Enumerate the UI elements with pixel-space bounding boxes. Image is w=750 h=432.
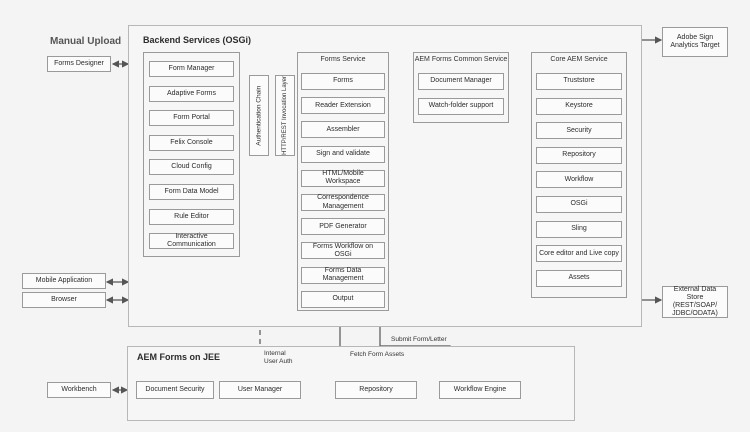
left-services-group — [143, 52, 240, 257]
service-adaptive-forms[interactable]: Adaptive Forms — [149, 85, 234, 102]
core-service-repository[interactable]: Repository — [536, 146, 622, 164]
repository-jee-box[interactable]: Repository — [335, 381, 417, 399]
workbench-box[interactable]: Workbench — [47, 382, 111, 398]
forms-service-title: Forms Service — [320, 56, 366, 63]
core-service-osgi[interactable]: OSGi — [536, 196, 622, 213]
authentication-chain-label: Authentication Chain — [255, 85, 263, 146]
forms-service-reader-extension[interactable]: Reader Extension — [301, 97, 385, 115]
service-form-data-model[interactable]: Form Data Model — [149, 184, 234, 200]
fetch-form-assets-label: Fetch Form Assets — [350, 351, 405, 358]
document-security-box[interactable]: Document Security — [136, 381, 214, 399]
forms-service-forms[interactable]: Forms — [301, 73, 385, 90]
http-invocation-label: HTTP/REST Invocation Layer — [281, 76, 288, 155]
core-service-core-editor-and-live-copy[interactable]: Core editor and Live copy — [536, 245, 622, 263]
core-service-title: Core AEM Service — [550, 56, 608, 63]
jee-title: AEM Forms on JEE — [137, 352, 221, 362]
service-form-manager[interactable]: Form Manager — [149, 61, 234, 77]
backend-services-title: Backend Services (OSGi) — [143, 35, 252, 45]
common-service-title: AEM Forms Common Service — [414, 56, 508, 63]
forms-service-forms-data-management[interactable]: Forms Data Management — [301, 266, 385, 284]
external-data-store-box[interactable]: External Data Store (REST/SOAP/ JDBC/ODA… — [662, 286, 728, 318]
http-invocation-layer: HTTP/REST Invocation Layer — [275, 75, 295, 156]
core-service-keystore[interactable]: Keystore — [536, 97, 622, 115]
service-interactive-communication[interactable]: Interactive Communication — [149, 233, 234, 250]
core-service-truststore[interactable]: Truststore — [536, 73, 622, 90]
common-service-watch-folder-support[interactable]: Watch-folder support — [418, 97, 504, 115]
workflow-engine-box[interactable]: Workflow Engine — [439, 381, 521, 399]
forms-service-forms-workflow-on-osgi[interactable]: Forms Workflow on OSGi — [301, 242, 385, 260]
submit-form-letter-label: Submit Form/Letter — [391, 336, 447, 343]
mobile-application-box[interactable]: Mobile Application — [22, 273, 106, 289]
service-form-portal[interactable]: Form Portal — [149, 110, 234, 127]
service-felix-console[interactable]: Felix Console — [149, 134, 234, 151]
forms-service-sign-and-validate[interactable]: Sign and validate — [301, 145, 385, 163]
manual-upload-label: Manual Upload — [50, 36, 122, 47]
common-service-document-manager[interactable]: Document Manager — [418, 73, 504, 90]
forms-service-pdf-generator[interactable]: PDF Generator — [301, 218, 385, 236]
service-cloud-config[interactable]: Cloud Config — [149, 159, 234, 176]
core-service-workflow[interactable]: Workflow — [536, 171, 622, 189]
forms-service-output[interactable]: Output — [301, 290, 385, 308]
service-rule-editor[interactable]: Rule Editor — [149, 208, 234, 225]
forms-service-assembler[interactable]: Assembler — [301, 121, 385, 139]
user-manager-box[interactable]: User Manager — [219, 381, 301, 399]
internal-user-auth-label: Internal User Auth — [264, 350, 293, 366]
authentication-chain-layer: Authentication Chain — [249, 75, 269, 156]
core-service-sling[interactable]: Sling — [536, 220, 622, 238]
core-service-security[interactable]: Security — [536, 122, 622, 140]
forms-service-html-mobile-workspace[interactable]: HTML/Mobile Workspace — [301, 169, 385, 187]
forms-designer-box[interactable]: Forms Designer — [47, 56, 111, 72]
adobe-sign-box[interactable]: Adobe Sign Analytics Target — [662, 27, 728, 57]
browser-box[interactable]: Browser — [22, 292, 106, 308]
core-service-assets[interactable]: Assets — [536, 269, 622, 287]
forms-service-correspondence-management[interactable]: Correspondence Management — [301, 194, 385, 211]
